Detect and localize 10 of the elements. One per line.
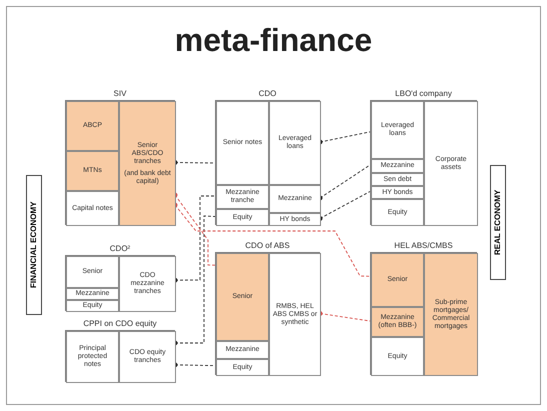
box-heading: CDO of ABS xyxy=(245,241,290,251)
box-heading: CDO xyxy=(258,89,276,99)
title: meta-finance xyxy=(174,21,374,60)
box-heading: CPPI on CDO equity xyxy=(83,319,157,329)
box-heading: HEL ABS/CMBS xyxy=(394,241,453,251)
box-heading: LBO'd company xyxy=(395,89,452,99)
side-label: REAL ECONOMY xyxy=(490,165,506,280)
box-heading: CDO² xyxy=(110,244,130,254)
side-label: FINANCIAL ECONOMY xyxy=(26,175,42,315)
box-heading: SIV xyxy=(114,89,126,99)
